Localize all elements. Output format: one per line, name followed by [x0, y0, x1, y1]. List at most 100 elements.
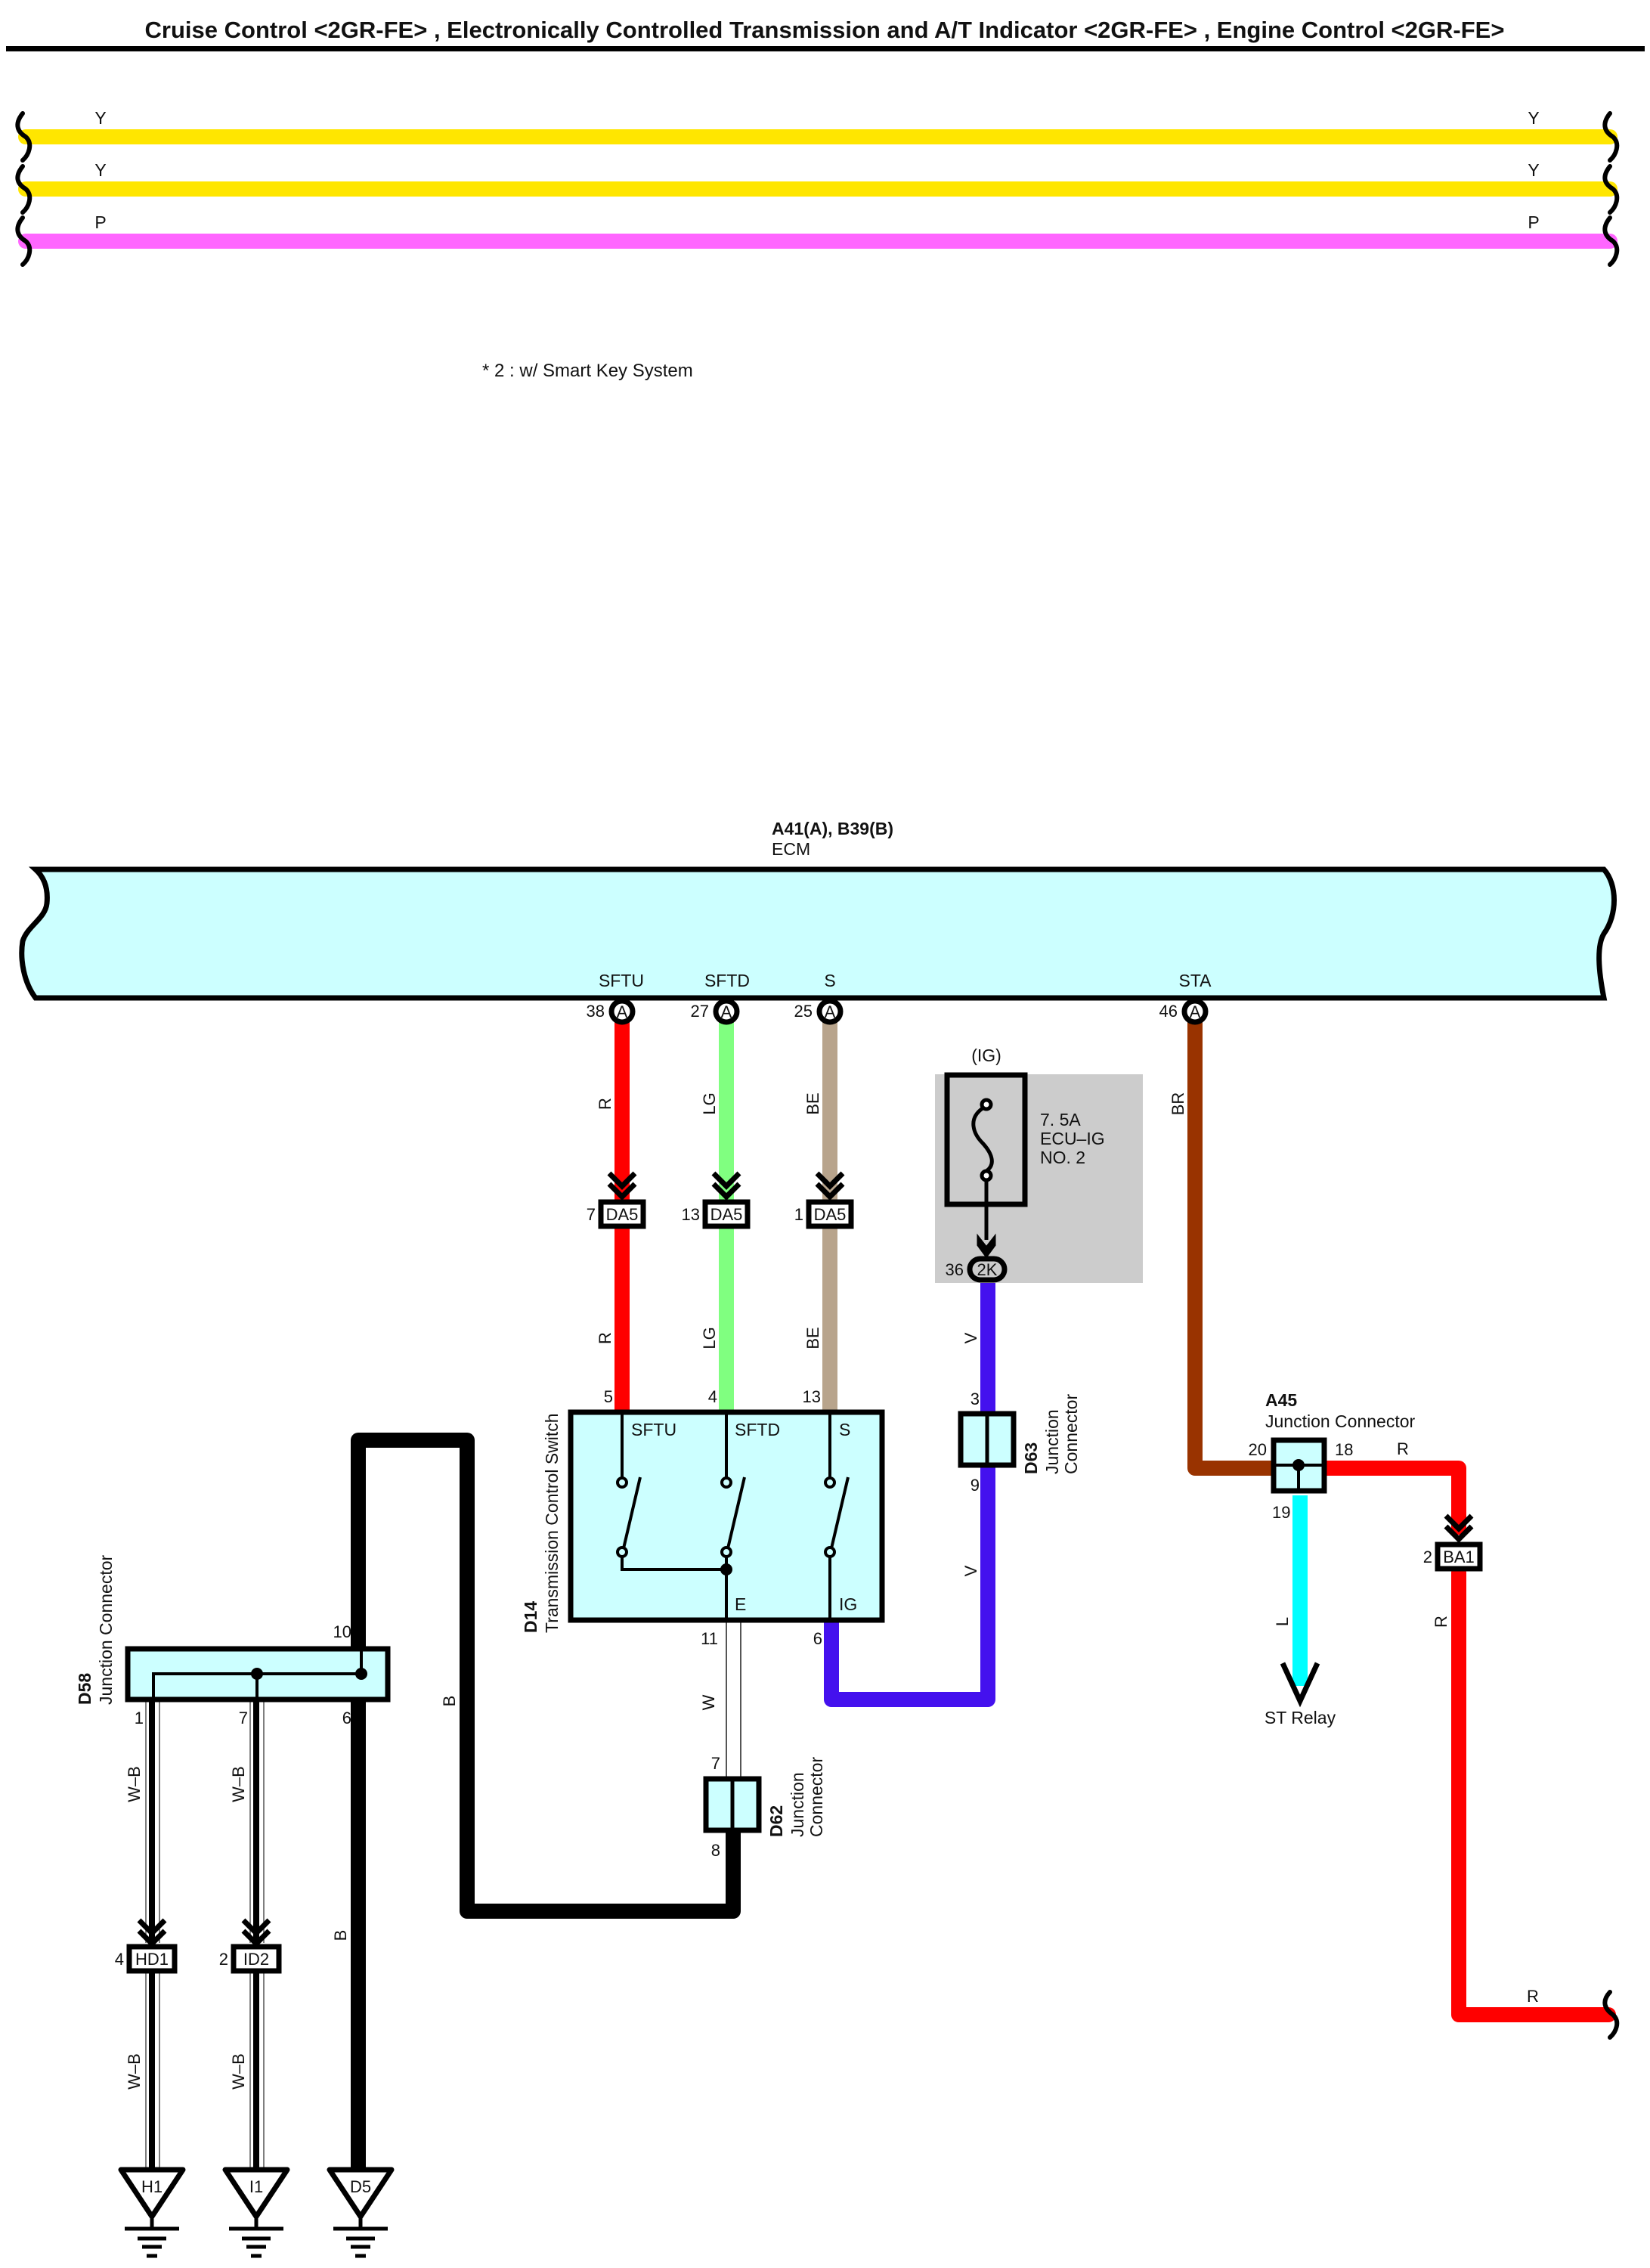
ecm-pin-38[interactable]: A 38 [587, 998, 636, 1025]
wire-label-right: Y [1528, 108, 1539, 128]
fuse-block-bg [935, 1074, 1143, 1283]
id2-connector[interactable]: ID2 2 [219, 1918, 282, 1974]
a45-junction-connector[interactable]: A45 Junction Connector 20 18 19 [1249, 1390, 1416, 1522]
d62-name-line2: Connector [806, 1757, 826, 1837]
da5-connector-7[interactable]: DA5 7 [587, 1171, 646, 1229]
fuse-rating: 7. 5A [1040, 1110, 1081, 1129]
pin-number: 4 [708, 1387, 717, 1406]
pin-number: 5 [604, 1387, 613, 1406]
ground-icon [333, 2217, 388, 2258]
wire-label: B [440, 1696, 459, 1707]
continued-wire-group: Y Y Y Y P P [15, 108, 1620, 267]
fuse-ecu-ig-no2[interactable]: (IG) 7. 5A ECU–IG NO. 2 2K 36 [935, 1046, 1143, 1283]
wire-label: BE [803, 1092, 822, 1114]
wire-label-left: P [94, 212, 106, 232]
wire-w-e [726, 1622, 741, 1779]
pin-number: 36 [946, 1260, 964, 1279]
ground-h1[interactable]: H1 [118, 2167, 186, 2258]
pin-number: 20 [1249, 1440, 1267, 1459]
wire-label: W–B [229, 1766, 248, 1802]
d62-code: D62 [766, 1805, 786, 1837]
chevron-down-icon [137, 1918, 167, 1947]
wire-r-a45 [1323, 1461, 1466, 1535]
ground-code: I1 [249, 2177, 263, 2196]
pin-number: 3 [970, 1390, 980, 1408]
da5-connector-13[interactable]: DA5 13 [682, 1171, 751, 1229]
connector-code: ID2 [243, 1950, 269, 1969]
wire-label: W–B [125, 2053, 144, 2090]
d14-terminal-e: E [735, 1594, 746, 1614]
ecm-pin-46[interactable]: A 46 [1159, 998, 1209, 1025]
ecm-code: A41(A), B39(B) [772, 819, 893, 838]
ground-d5[interactable]: D5 [327, 2167, 395, 2258]
pin-number: 25 [794, 1002, 813, 1021]
break-mark-icon [15, 164, 33, 215]
pin-number: 38 [587, 1002, 605, 1021]
arrow-down-icon [977, 1233, 996, 1259]
da5-connectors: DA5 7 DA5 13 DA5 1 [587, 1171, 854, 1229]
ecm-pin-27[interactable]: A 27 [691, 998, 740, 1025]
wire-label: BE [803, 1327, 822, 1349]
ecm-terminal-s: S [824, 971, 835, 990]
chevron-down-icon [607, 1171, 637, 1201]
wire-label: W–B [125, 1766, 144, 1802]
st-relay-terminal[interactable]: ST Relay [1265, 1662, 1336, 1727]
ecm-component[interactable]: A41(A), B39(B) ECM SFTU SFTD S STA [19, 819, 1617, 1001]
d14-terminal-sftd: SFTD [735, 1420, 780, 1439]
continued-wire-3: P P [18, 212, 1617, 249]
fuse-source: (IG) [971, 1046, 1001, 1065]
hd1-connector[interactable]: HD1 4 [115, 1918, 178, 1974]
wire-label: R [596, 1098, 614, 1110]
d58-code: D58 [75, 1673, 94, 1705]
connector-code: BA1 [1443, 1548, 1475, 1566]
pin-number: 2 [219, 1950, 228, 1969]
wire-label: R [1397, 1439, 1409, 1458]
d63-name-line2: Connector [1061, 1394, 1081, 1474]
d14-terminal-ig: IG [839, 1594, 857, 1614]
wire-label-left: Y [94, 108, 106, 128]
d14-code: D14 [521, 1601, 540, 1633]
wire-label: V [961, 1565, 980, 1576]
pin-number: 7 [239, 1709, 248, 1727]
wire-br-sta [1187, 1013, 1285, 1476]
connector-code: DA5 [710, 1205, 743, 1224]
ground-point-icon [327, 2167, 395, 2220]
pin-number: 11 [701, 1629, 718, 1648]
wire-label-right: Y [1528, 160, 1539, 180]
d63-code: D63 [1021, 1442, 1041, 1474]
chevron-down-icon [241, 1918, 271, 1947]
pin-number: 9 [970, 1476, 980, 1495]
ecm-connectors: A 38 A 27 A 25 A 46 [587, 998, 1209, 1025]
break-mark-icon [1602, 215, 1620, 267]
d58-junction-connector[interactable]: 10 1 7 6 D58 Junction Connector [75, 1554, 391, 1727]
ba1-connector[interactable]: BA1 2 [1423, 1514, 1483, 1572]
fuse-name-line1: ECU–IG [1040, 1129, 1105, 1148]
pin-number: 13 [803, 1387, 821, 1406]
continued-wire-2: Y Y [18, 160, 1617, 197]
connector-letter: A [825, 1002, 836, 1021]
connector-code: HD1 [135, 1950, 169, 1969]
connector-letter: A [1190, 1002, 1201, 1021]
pin-number: 6 [813, 1629, 822, 1648]
ecm-terminal-sta: STA [1178, 971, 1212, 990]
connector-letter: A [617, 1002, 628, 1021]
wire-label: B [331, 1930, 350, 1941]
wire-wb-hd1 [145, 1701, 160, 2177]
da5-connector-1[interactable]: DA5 1 [794, 1171, 854, 1229]
ecm-pin-25[interactable]: A 25 [794, 998, 844, 1025]
chevron-down-icon [711, 1171, 741, 1201]
pin-number: 6 [342, 1709, 351, 1727]
ground-i1[interactable]: I1 [222, 2167, 290, 2258]
ground-icon [229, 2217, 283, 2258]
wire-b-loop [351, 1433, 741, 1919]
wire-v-ig [824, 1281, 995, 1707]
d14-transmission-control-switch[interactable]: D14 Transmission Control Switch 5 4 13 S… [521, 1387, 885, 1648]
wire-label: R [1527, 1987, 1539, 2006]
wire-label: W–B [229, 2053, 248, 2090]
a45-code: A45 [1265, 1390, 1297, 1410]
wire-label: R [596, 1332, 614, 1344]
d63-junction-connector[interactable]: 3 9 D63 Junction Connector [958, 1390, 1081, 1495]
d62-junction-connector[interactable]: 7 8 D62 Junction Connector [703, 1754, 826, 1860]
d63-name-line1: Junction [1042, 1409, 1062, 1474]
